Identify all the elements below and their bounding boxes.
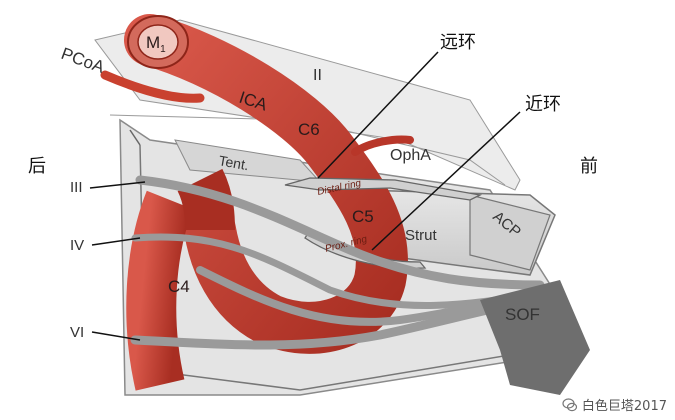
nerve-iv (131, 233, 544, 309)
label-c6: C6 (298, 120, 320, 139)
label-m1: M1 (146, 33, 166, 55)
nerve-iii (135, 175, 545, 290)
label-anterior: 前 (580, 156, 598, 177)
label-sof: SOF (505, 305, 540, 324)
distal-ring (284, 177, 483, 201)
m1-cross-section (127, 15, 189, 69)
superior-orbital-fissure (480, 280, 590, 395)
label-near-ring: 近环 (525, 94, 561, 115)
watermark-text: 白色巨塔2017 (581, 399, 667, 414)
label-cn6: VI (70, 324, 84, 341)
label-cn4: IV (70, 237, 84, 254)
label-cn2: II (313, 67, 322, 84)
pointer-lines (89, 51, 521, 341)
wechat-icon (562, 397, 578, 411)
internal-carotid-artery (124, 14, 414, 391)
label-strut: Strut (405, 227, 438, 244)
label-c5: C5 (352, 207, 374, 226)
label-tent: Tent. (217, 152, 250, 173)
label-group: M1 PCoA II ICA C6 OphA Tent. Distal ring… (28, 32, 598, 341)
watermark: 白色巨塔2017 (562, 395, 667, 414)
label-posterior: 后 (28, 156, 46, 177)
label-opha: OphA (390, 147, 431, 164)
label-c4: C4 (168, 277, 190, 296)
pcoa-vessel (100, 70, 205, 103)
label-cn3: III (70, 179, 83, 196)
label-pcoa: PCoA (59, 44, 108, 77)
label-far-ring: 远环 (440, 32, 476, 53)
